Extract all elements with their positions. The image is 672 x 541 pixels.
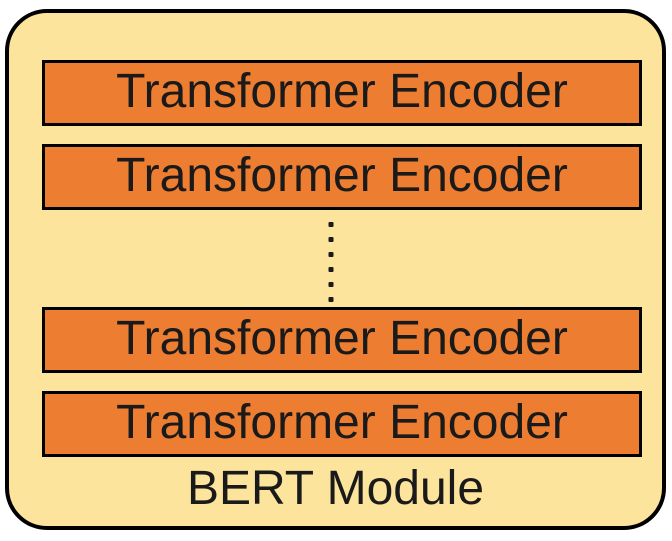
transformer-encoder-label: Transformer Encoder [116,149,568,202]
bert-module-label: BERT Module [186,462,485,515]
transformer-encoder-block-2: Transformer Encoder [42,144,642,210]
ellipsis-dot [328,267,334,272]
bert-module-box: Transformer Encoder Transformer Encoder … [5,9,666,530]
transformer-encoder-block-3: Transformer Encoder [42,307,642,373]
transformer-encoder-block-4: Transformer Encoder [42,391,642,457]
transformer-encoder-block-1: Transformer Encoder [42,60,642,126]
ellipsis-dot [328,282,334,287]
ellipsis-dot [328,252,334,257]
vertical-ellipsis [328,222,334,302]
transformer-encoder-label: Transformer Encoder [116,65,568,118]
ellipsis-dot [328,237,334,242]
ellipsis-dot [328,222,334,227]
transformer-encoder-label: Transformer Encoder [116,396,568,449]
transformer-encoder-label: Transformer Encoder [116,312,568,365]
ellipsis-dot [328,297,334,302]
